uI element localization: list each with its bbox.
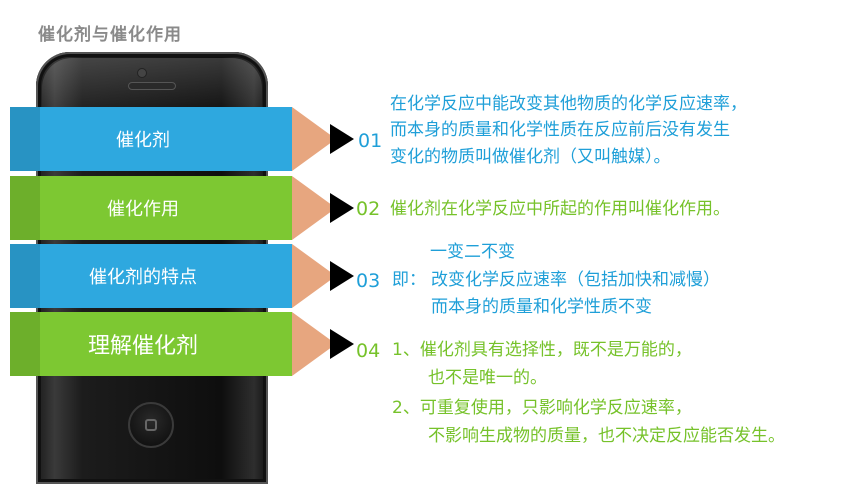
page-title: 催化剂与催化作用 bbox=[38, 25, 182, 45]
item3-line1: 一变二不变 bbox=[430, 242, 515, 262]
item-number-03: 03 bbox=[356, 270, 381, 292]
item4-line3: 2、可重复使用，只影响化学反应速率， bbox=[392, 398, 692, 418]
item-number-01: 01 bbox=[358, 130, 383, 152]
item1-line1: 在化学反应中能改变其他物质的化学反应速率， bbox=[390, 94, 747, 114]
item-number-02: 02 bbox=[356, 198, 381, 220]
item1-line2: 而本身的质量和化学性质在反应前后没有发生 bbox=[390, 120, 730, 140]
label-catalysis[interactable]: 催化作用 bbox=[64, 176, 222, 240]
item3-prefix: 即： bbox=[392, 270, 426, 290]
item2-text: 催化剂在化学反应中所起的作用叫催化作用。 bbox=[390, 199, 730, 219]
label-catalyst-features[interactable]: 催化剂的特点 bbox=[64, 244, 222, 308]
camera-icon bbox=[137, 68, 147, 78]
item-number-04: 04 bbox=[356, 340, 381, 362]
item3-line2: 改变化学反应速率（包括加快和减慢） bbox=[431, 270, 720, 290]
item4-line1: 1、催化剂具有选择性，既不是万能的， bbox=[392, 340, 692, 360]
item4-line2: 也不是唯一的。 bbox=[428, 368, 547, 388]
home-button-icon bbox=[128, 402, 174, 448]
item3-line3: 而本身的质量和化学性质不变 bbox=[431, 297, 652, 317]
label-catalyst[interactable]: 催化剂 bbox=[64, 107, 222, 171]
item4-line4: 不影响生成物的质量，也不决定反应能否发生。 bbox=[428, 426, 785, 446]
speaker-icon bbox=[128, 82, 176, 90]
item1-line3: 变化的物质叫做催化剂（又叫触媒）。 bbox=[390, 147, 671, 167]
label-understand-catalyst[interactable]: 理解催化剂 bbox=[64, 312, 222, 376]
